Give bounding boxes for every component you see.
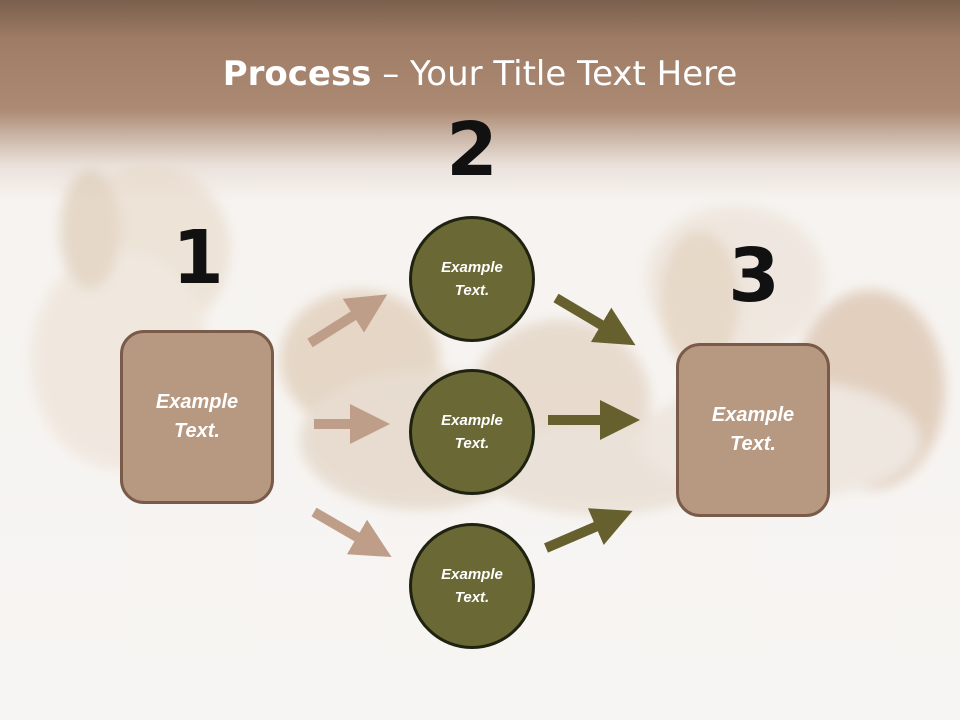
arrow-left-down	[311, 507, 392, 558]
circle-bottom-line1: Example	[441, 566, 503, 583]
step-2-circle-middle[interactable]: Example Text.	[409, 369, 535, 495]
circle-middle-line2: Text.	[454, 435, 490, 452]
slide-title: Process – Your Title Text Here	[0, 52, 960, 96]
arrow-left-up	[307, 294, 388, 348]
arrow-right-down	[544, 508, 633, 553]
step-2-circle-bottom[interactable]: Example Text.	[409, 523, 535, 649]
step-3-line1: Example	[711, 404, 795, 426]
title-rest: – Your Title Text Here	[371, 54, 738, 94]
circle-bottom-line2: Text.	[454, 589, 490, 606]
step-number-2: 2	[446, 107, 498, 193]
step-2-circle-top[interactable]: Example Text.	[409, 216, 535, 342]
step-number-1: 1	[172, 215, 224, 301]
step-3-box[interactable]: Example Text.	[676, 343, 830, 517]
step-1-line2: Text.	[174, 420, 220, 442]
title-bold: Process	[222, 54, 372, 94]
circle-top-line2: Text.	[454, 282, 490, 299]
circle-middle-line1: Example	[441, 412, 503, 429]
arrow-right-up	[553, 293, 636, 346]
step-number-3: 3	[728, 233, 780, 319]
step-3-line2: Text.	[730, 433, 776, 455]
circle-top-line1: Example	[441, 259, 503, 276]
step-1-line1: Example	[155, 391, 239, 413]
step-1-box[interactable]: Example Text.	[120, 330, 274, 504]
